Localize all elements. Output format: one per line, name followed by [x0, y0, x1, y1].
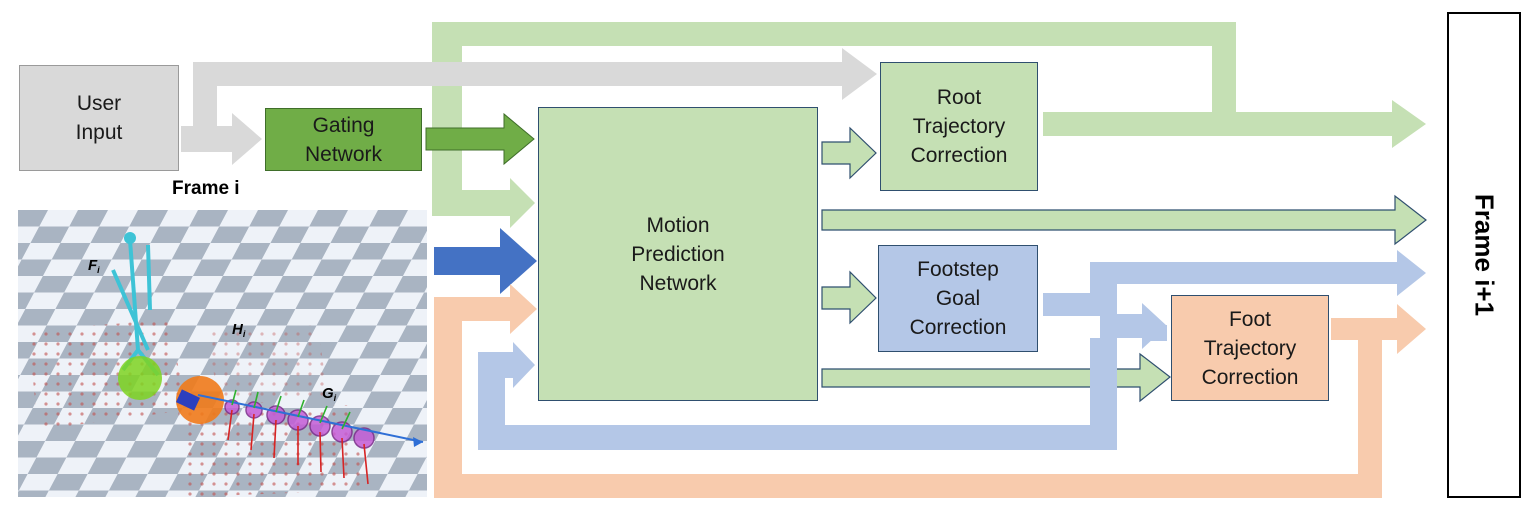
label-g: Gi [322, 385, 337, 403]
arrow-motion-to-foot [821, 352, 1171, 403]
arrow-motion-to-footstep [821, 270, 877, 325]
arrow-motion-to-root [821, 126, 877, 180]
arrow-motion-to-frame [821, 194, 1427, 246]
label-f: Fi [88, 257, 100, 275]
footstep-goal-correction-box: Footstep Goal Correction [878, 245, 1038, 352]
arrow-gating-to-motion [425, 112, 535, 166]
gating-network-box: Gating Network [265, 108, 422, 171]
frame-current-label: Frame i [172, 178, 240, 199]
arrow-green-top-loop [432, 22, 1426, 228]
frame-next-label: Frame i+1 [1469, 193, 1500, 317]
frame-next-box: Frame i+1 [1447, 12, 1521, 498]
arrow-blue-into-motion [434, 228, 537, 294]
scene-render: Fi Hi Gi [18, 210, 427, 497]
arrow-blue-footstep-loop [478, 250, 1426, 450]
arrow-peach-loop [434, 284, 1426, 498]
frame-i-scene: Fi Hi Gi [18, 210, 427, 497]
label-h: Hi [232, 321, 246, 339]
arrow-gray-user-to-root [181, 48, 877, 165]
motion-prediction-network-box: Motion Prediction Network [538, 107, 818, 401]
foot-trajectory-correction-box: Foot Trajectory Correction [1171, 295, 1329, 401]
root-trajectory-correction-box: Root Trajectory Correction [880, 62, 1038, 191]
arrow-blue-to-foot [1100, 303, 1167, 349]
user-input-box: User Input [19, 65, 179, 171]
